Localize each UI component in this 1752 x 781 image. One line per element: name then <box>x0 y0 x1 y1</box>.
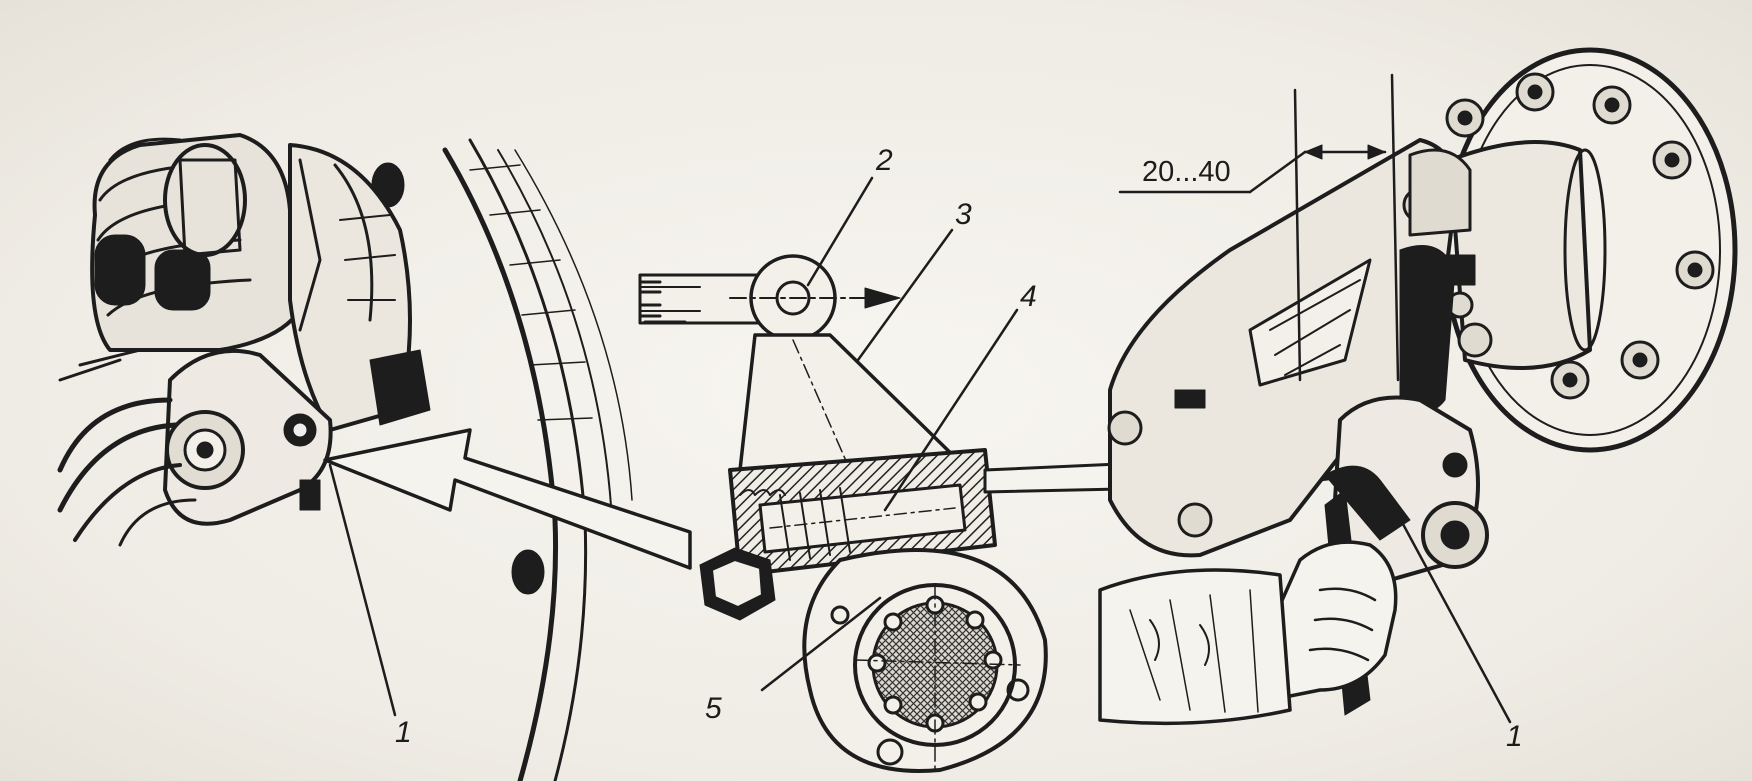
callout-2: 2 <box>876 144 893 177</box>
leader-line-1-left <box>328 463 397 717</box>
dimension-indicator <box>1118 73 1400 382</box>
slack-adjuster-cutaway <box>638 254 1048 773</box>
leader-line-3 <box>856 228 954 362</box>
leader-line-5 <box>760 596 882 692</box>
dimension-label: 20...40 <box>1142 156 1231 188</box>
arrow-to-left-bolt <box>323 428 692 570</box>
leader-line-2 <box>806 176 874 287</box>
callout-5: 5 <box>705 692 722 725</box>
callout-1-right: 1 <box>1506 720 1523 753</box>
callout-3: 3 <box>955 198 972 231</box>
callout-4: 4 <box>1020 280 1037 313</box>
left-brake-assembly <box>57 133 633 781</box>
callout-1-left: 1 <box>395 716 412 749</box>
right-hub-assembly <box>1098 47 1738 726</box>
leader-line-4 <box>883 308 1019 512</box>
leader-line-1-right <box>1388 498 1512 724</box>
